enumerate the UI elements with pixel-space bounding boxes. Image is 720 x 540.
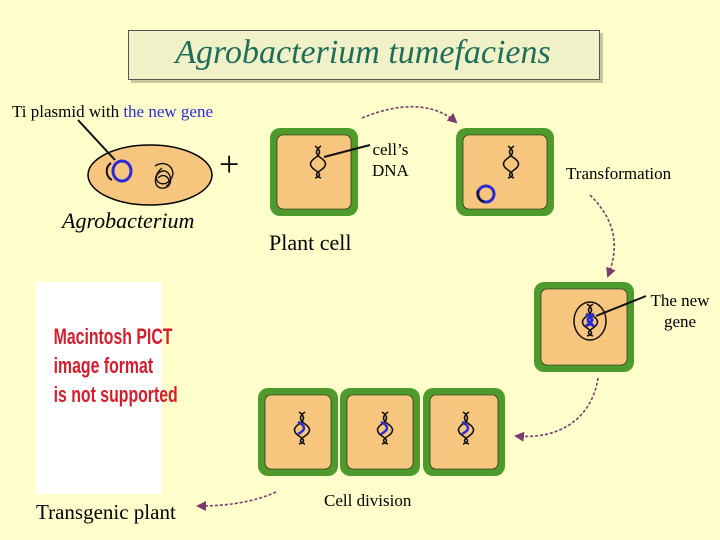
- agrobacterium-label: Agrobacterium: [62, 208, 195, 233]
- unsupported-image-line2: image format: [53, 353, 154, 378]
- transformed-cell: [456, 128, 554, 216]
- cells-dna-label-line1: cell’s: [372, 140, 409, 159]
- plus-sign: +: [219, 144, 240, 184]
- new-gene-label-line2: gene: [663, 312, 697, 331]
- unsupported-image-line1: Macintosh PICT: [53, 324, 173, 349]
- pointer-line: [595, 295, 647, 317]
- transgenic-plant-label: Transgenic plant: [36, 500, 176, 524]
- new-gene-label: The new gene: [640, 290, 720, 332]
- new-gene-cell: [534, 282, 634, 372]
- cells-dna-label-line2: DNA: [372, 161, 409, 180]
- plant-cell: [270, 128, 358, 216]
- bacterial-chromosome-icon: [154, 162, 174, 189]
- agrobacterium-cell: [87, 144, 213, 206]
- transformation-label: Transformation: [566, 164, 672, 183]
- divided-cell: [340, 388, 420, 476]
- cells-dna-label: cell’s DNA: [372, 139, 409, 181]
- pointer-line: [77, 119, 116, 161]
- page-title: Agrobacterium tumefaciens: [175, 34, 551, 71]
- arrow-to-transformation: [361, 106, 458, 124]
- plant-cell-label: Plant cell: [269, 230, 352, 255]
- cell-division-label: Cell division: [324, 491, 412, 510]
- ti-plasmid-label: Ti plasmid with the new gene: [12, 102, 213, 122]
- ti-plasmid-label-prefix: Ti plasmid with: [12, 102, 124, 121]
- unsupported-image-line3: is not supported: [53, 382, 178, 407]
- arrow-to-cell-division: [514, 377, 599, 442]
- unsupported-image-message: Macintosh PICT image format is not suppo…: [53, 322, 178, 409]
- arrow-to-new-gene-cell: [589, 194, 616, 278]
- unsupported-image-placeholder: [36, 282, 162, 494]
- arrow-to-transgenic-plant: [196, 491, 277, 511]
- divided-cell: [258, 388, 338, 476]
- divided-cell: [423, 388, 505, 476]
- title-box: [128, 30, 600, 80]
- new-gene-label-line1: The new: [650, 291, 710, 310]
- new-gene-highlight: the new gene: [123, 102, 214, 121]
- pointer-line: [323, 144, 371, 158]
